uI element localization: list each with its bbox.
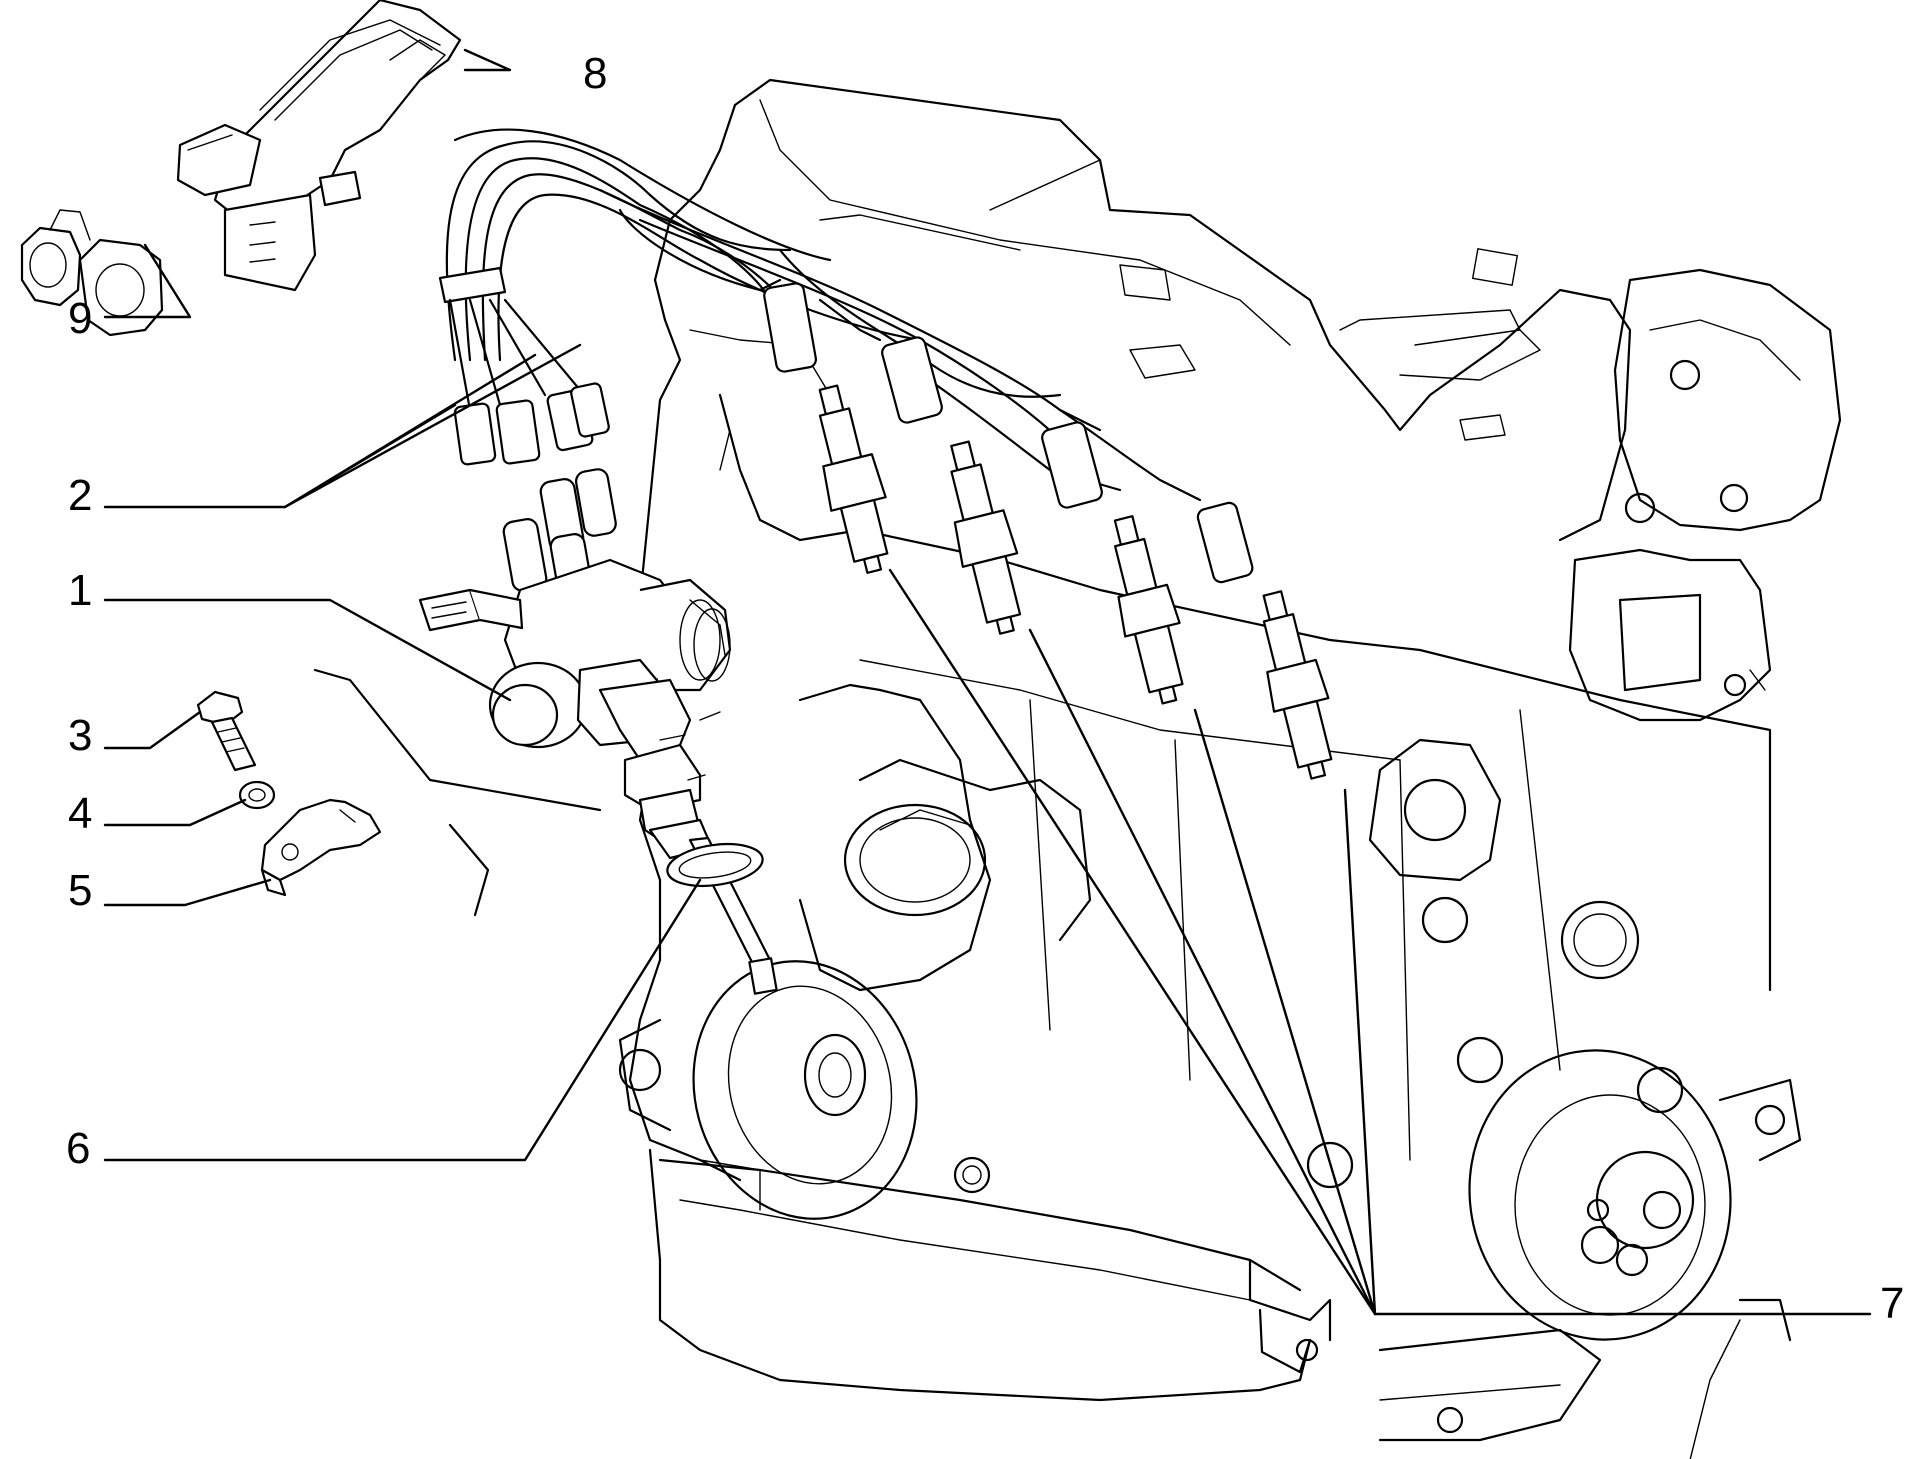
leader-7b bbox=[1028, 628, 1377, 1316]
spark-plug-1 bbox=[818, 384, 889, 574]
callout-3: 3 bbox=[68, 711, 92, 760]
leader-5 bbox=[103, 878, 272, 907]
part-6-o-ring bbox=[666, 842, 764, 888]
part-1-distributor bbox=[418, 468, 778, 995]
part-3-bolt bbox=[196, 690, 257, 772]
part-4-washer bbox=[238, 780, 276, 810]
leader-lines bbox=[103, 48, 1872, 1316]
callout-1: 1 bbox=[68, 566, 92, 615]
callout-7: 7 bbox=[1880, 1279, 1904, 1328]
part-7-spark-plugs bbox=[818, 384, 1333, 780]
assembly-bracket-line bbox=[313, 668, 602, 917]
part-8-ignition-module bbox=[176, 0, 462, 292]
engine-block bbox=[618, 78, 1842, 1459]
callout-8: 8 bbox=[583, 49, 607, 98]
part-9-double-clip bbox=[20, 209, 164, 337]
leader-7c bbox=[1193, 708, 1377, 1316]
spark-plug-4 bbox=[1262, 590, 1333, 780]
leader-7d bbox=[1343, 788, 1377, 1316]
callout-5: 5 bbox=[68, 866, 92, 915]
callout-6: 6 bbox=[66, 1124, 90, 1173]
spark-plug-2 bbox=[950, 440, 1022, 635]
part-5-clamp-plate bbox=[260, 798, 382, 897]
leader-3 bbox=[103, 710, 202, 750]
leader-8 bbox=[463, 48, 512, 72]
leader-2c bbox=[283, 343, 582, 509]
leader-9 bbox=[103, 243, 192, 319]
callout-labels: 8 9 2 1 3 4 5 6 7 bbox=[66, 49, 1904, 1328]
leader-4 bbox=[103, 798, 247, 827]
callout-4: 4 bbox=[68, 789, 92, 838]
leader-6 bbox=[103, 878, 702, 1162]
leader-2 bbox=[103, 403, 457, 509]
part-2-distributor-boots bbox=[453, 382, 610, 466]
spark-plug-boots bbox=[763, 282, 1254, 584]
leader-7 bbox=[888, 568, 1872, 1316]
callout-2: 2 bbox=[68, 471, 92, 520]
spark-plug-3 bbox=[1113, 515, 1184, 705]
ignition-wire-harness bbox=[438, 128, 1202, 502]
leader-2b bbox=[283, 353, 537, 509]
leader-1 bbox=[103, 598, 512, 702]
callout-9: 9 bbox=[68, 294, 92, 343]
